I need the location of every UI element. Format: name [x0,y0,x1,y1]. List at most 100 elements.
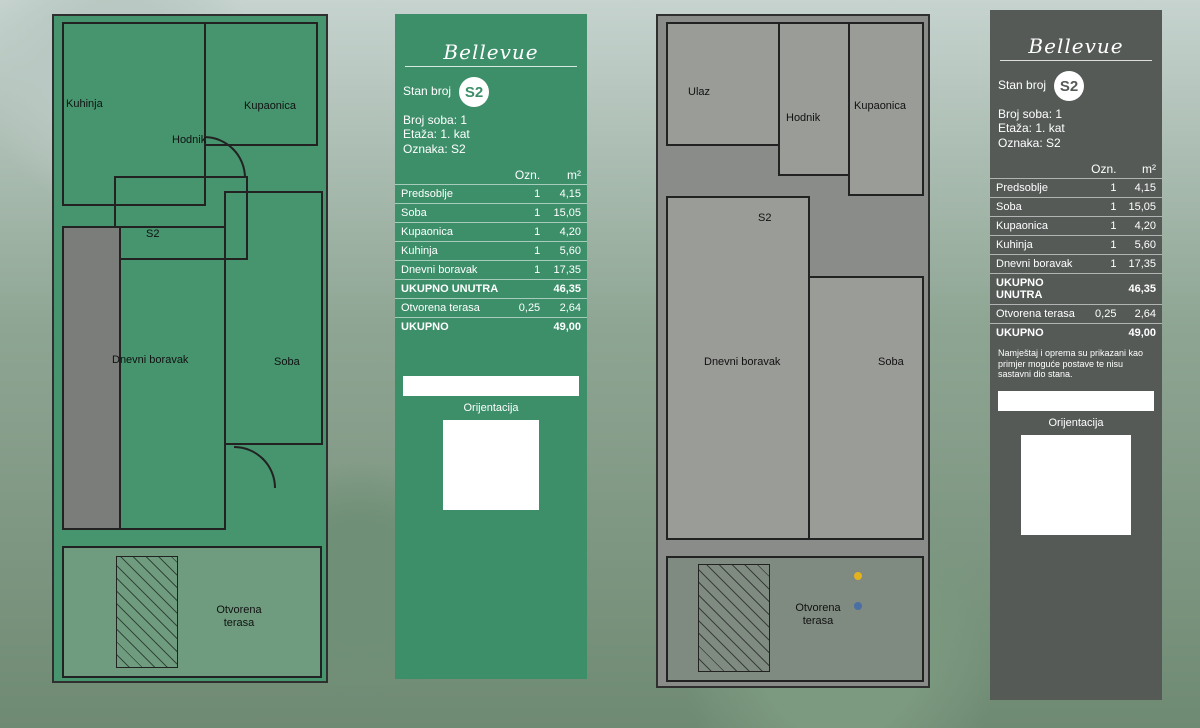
row-area: 4,20 [546,222,587,242]
hall-room [114,176,248,260]
orientation-key-plan [443,420,539,511]
right-floorplan-sheet: Ulaz Hodnik Kupaonica S2 Dnevni boravak … [652,10,1172,700]
row-code: 1 [507,241,547,261]
row-area: 5,60 [1122,235,1162,255]
row-code [1085,273,1123,305]
plan-label-bathroom: Kupaonica [854,100,906,112]
row-name: Otvorena terasa [990,304,1086,324]
white-bar [998,391,1154,412]
row-code: 1 [1085,235,1123,255]
meta-code: Oznaka: S2 [403,141,466,156]
table-row-total: UKUPNO 49,00 [395,317,587,337]
row-area: 49,00 [546,317,587,337]
plan-label-bedroom: Soba [274,356,300,368]
table-row-total: UKUPNO 49,00 [990,323,1162,343]
header-area: m² [567,168,581,183]
row-name: UKUPNO UNUTRA [395,279,508,299]
orientation-label: Orijentacija [1048,417,1104,430]
row-code: 1 [1085,178,1123,198]
plan-label-hall: Hodnik [172,134,207,146]
brand-logo: Bellevue [443,40,539,64]
row-name: Dnevni boravak [395,260,508,280]
apartment-number-badge: S2 [459,77,490,107]
disclaimer-note: Namještaj i oprema su prikazani kao prim… [998,348,1144,379]
row-code: 0,25 [1085,304,1123,324]
row-code [507,317,547,337]
row-name: Predsoblje [395,184,508,204]
bathroom-room [848,22,924,196]
hall-room [778,22,852,176]
row-area: 4,15 [546,184,587,204]
orientation-label: Orijentacija [463,402,519,415]
row-area: 5,60 [546,241,587,261]
row-area: 2,64 [1122,304,1162,324]
plan-label-hall: Hodnik [786,112,821,124]
marker-dot [854,602,862,610]
header-name [990,160,1085,179]
row-name: Predsoblje [990,178,1086,198]
apartment-label: Stan broj [998,78,1047,93]
right-floor-plan: Ulaz Hodnik Kupaonica S2 Dnevni boravak … [656,14,930,688]
header-area: m² [1142,162,1156,177]
area-table-header: Ozn. m² [395,166,587,185]
apartment-header: Stan broj S2 [395,77,587,107]
terrace-area [62,546,322,678]
plan-label-s2: S2 [758,212,772,224]
row-name: Kuhinja [395,241,508,261]
row-code: 1 [1085,197,1123,217]
plan-label-living: Dnevni boravak [112,354,189,366]
row-code [507,279,547,299]
row-name: Dnevni boravak [990,254,1086,274]
door-swing [234,446,276,488]
meta-rooms: Broj soba: 1 [403,113,468,127]
brand-logo: Bellevue [1028,34,1124,58]
plan-label-bedroom: Soba [878,356,904,368]
storage-strip [62,226,121,530]
left-floorplan-sheet: Kuhinja Hodnik Kupaonica S2 Dnevni borav… [52,14,652,704]
row-area: 15,05 [546,203,587,223]
row-area: 49,00 [1122,323,1162,343]
row-name: Soba [990,197,1086,217]
row-code: 1 [1085,254,1123,274]
white-bar [403,376,579,397]
meta-rooms: Broj soba: 1 [998,107,1063,121]
marker-dot [854,572,862,580]
living-room [666,196,810,540]
apartment-header: Stan broj S2 [990,71,1162,101]
row-area: 17,35 [1122,254,1162,274]
plan-label-entry: Ulaz [688,86,711,98]
row-name: Kupaonica [990,216,1086,236]
plan-label-terrace: Otvorena terasa [795,602,841,627]
row-code: 1 [507,203,547,223]
bedroom-room [808,276,924,540]
header-code: Ozn. [1091,162,1117,177]
row-code [1085,323,1123,343]
row-name: UKUPNO [395,317,508,337]
plan-label-terrace: Otvorena terasa [216,604,262,629]
right-info-panel: Bellevue Stan broj S2 Broj soba: 1 Etaža… [990,10,1162,700]
row-area: 2,64 [546,298,587,318]
row-name: UKUPNO [990,323,1086,343]
bathroom-room [204,22,318,146]
area-table-header: Ozn. m² [990,160,1162,179]
apartment-number-badge: S2 [1054,71,1085,101]
row-code: 1 [507,260,547,280]
row-code: 1 [507,184,547,204]
apartment-meta: Broj soba: 1 Etaža: 1. kat Oznaka: S2 [990,101,1162,150]
plan-label-bathroom: Kupaonica [244,100,296,112]
row-code: 0,25 [507,298,547,318]
divider [405,66,577,67]
row-code: 1 [507,222,547,242]
